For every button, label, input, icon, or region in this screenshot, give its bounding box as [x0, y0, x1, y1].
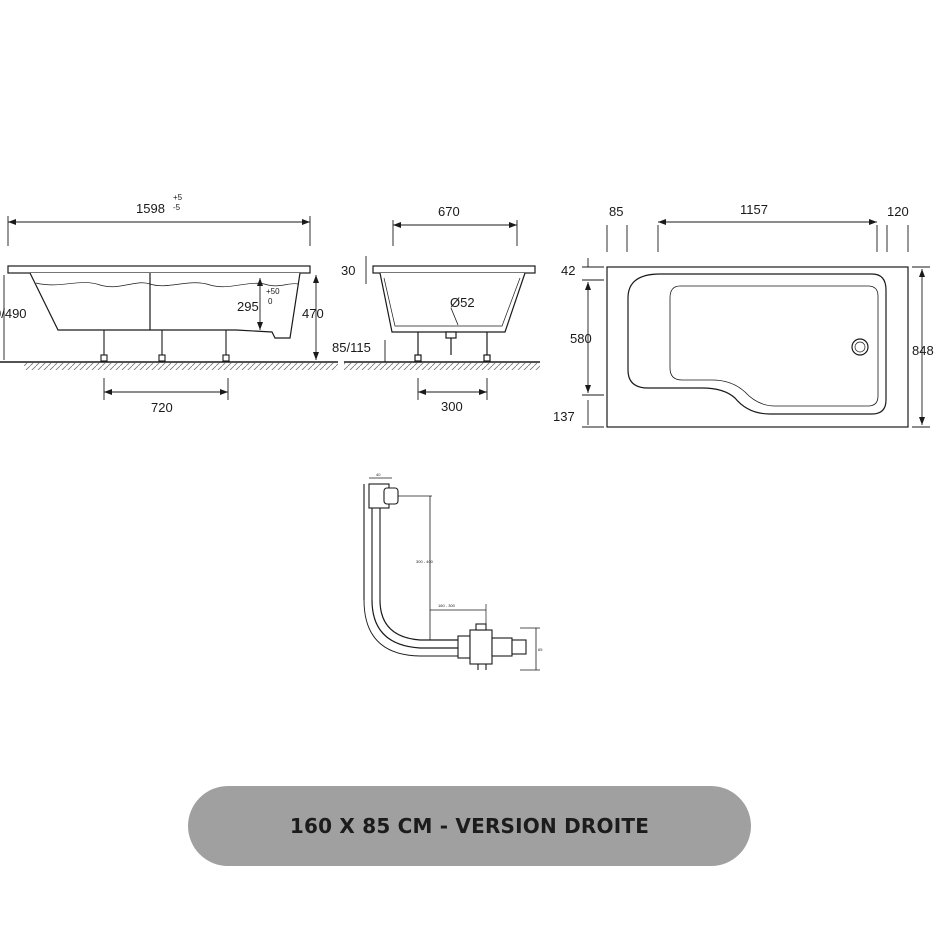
drain-dim-top: 40 — [376, 472, 381, 477]
dim-feet-height: 85/115 — [332, 340, 371, 355]
drain-dim-vertical: 300 - 400 — [416, 559, 434, 564]
dim-inner-length: 1157 — [740, 202, 768, 217]
dim-overall-width: 848 — [912, 343, 934, 358]
dim-length-tol-minus: -5 — [173, 203, 181, 212]
dim-offset-top: 42 — [561, 263, 575, 278]
dim-height-right: 470 — [302, 306, 324, 321]
dim-depth-tol-minus: 0 — [268, 297, 273, 306]
dim-inner-width: 580 — [570, 331, 592, 346]
dim-offset-right: 120 — [887, 204, 909, 219]
dim-width: 670 — [438, 204, 460, 219]
dim-inner-depth: 295 — [237, 299, 259, 314]
version-banner: 160 X 85 CM - VERSION DROITE — [188, 786, 751, 866]
drain-dim-height: 65 — [538, 647, 543, 652]
dim-length: 1598 — [136, 201, 165, 216]
dim-offset-left: 85 — [609, 204, 623, 219]
end-view — [344, 220, 540, 400]
dim-height-left: 0/490 — [0, 306, 27, 321]
drain-dim-horizontal: 160 - 300 — [438, 603, 456, 608]
dim-leg-spacing: 720 — [151, 400, 173, 415]
dim-feet-spacing: 300 — [441, 399, 463, 414]
top-view — [582, 219, 930, 428]
dim-rim: 30 — [341, 263, 355, 278]
dim-depth-tol-plus: +50 — [266, 287, 280, 296]
side-view — [0, 216, 338, 400]
version-banner-label: 160 X 85 CM - VERSION DROITE — [289, 814, 650, 838]
dim-length-tol-plus: +5 — [173, 193, 183, 202]
dim-drain-diameter: Ø52 — [450, 295, 475, 310]
drain-detail — [363, 477, 540, 671]
dim-offset-bottom: 137 — [553, 409, 575, 424]
